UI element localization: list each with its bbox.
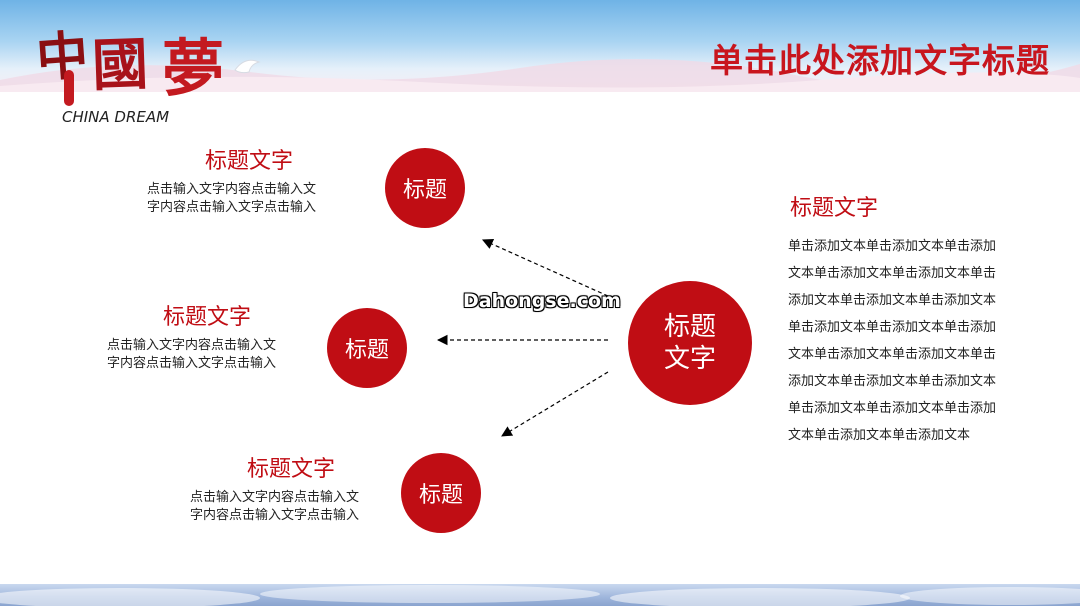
- china-dream-logo: 中 國 夢 CHINA DREAM: [30, 12, 270, 132]
- node-3-circle-label: 标题: [418, 483, 463, 508]
- node-2-circle[interactable]: 标题: [327, 308, 407, 388]
- node-3-heading[interactable]: 标题文字: [247, 457, 336, 482]
- center-circle[interactable]: 标题 文字: [628, 281, 752, 405]
- node-2-text[interactable]: 点击输入文字内容点击输入文 字内容点击输入文字点击输入: [107, 338, 277, 371]
- center-label-line2: 文字: [663, 344, 716, 374]
- node-1-circle[interactable]: 标题: [385, 148, 465, 228]
- arrow-to-bottom-node: [501, 371, 609, 437]
- svg-text:夢: 夢: [162, 32, 224, 105]
- watermark-text: Dahongse.com: [463, 290, 621, 312]
- svg-text:中: 中: [34, 25, 90, 89]
- clouds-decoration: [0, 585, 1080, 606]
- node-1-text[interactable]: 点击输入文字内容点击输入文 字内容点击输入文字点击输入: [147, 182, 317, 215]
- node-2-heading[interactable]: 标题文字: [163, 305, 252, 330]
- mountains-decoration: [0, 59, 1080, 92]
- node-2-circle-label: 标题: [344, 338, 389, 363]
- node-3-text[interactable]: 点击输入文字内容点击输入文 字内容点击输入文字点击输入: [190, 490, 360, 523]
- slide-title[interactable]: 单击此处添加文字标题: [710, 41, 1050, 80]
- node-3-circle[interactable]: 标题: [401, 453, 481, 533]
- right-panel-text[interactable]: 单击添加文本单击添加文本单击添加文本单击添加文本单击添加文本单击添加文本单击添加…: [788, 239, 997, 443]
- svg-text:CHINA DREAM: CHINA DREAM: [62, 108, 169, 126]
- center-label-line1: 标题: [663, 312, 716, 342]
- node-1-circle-label: 标题: [402, 178, 447, 203]
- header-banner: [0, 0, 1080, 92]
- footer-banner: [0, 584, 1080, 606]
- arrow-to-top-node: [482, 239, 609, 297]
- dove-icon: [234, 59, 261, 74]
- node-1-heading[interactable]: 标题文字: [205, 149, 294, 174]
- right-panel-heading[interactable]: 标题文字: [790, 196, 879, 221]
- svg-text:國: 國: [91, 31, 149, 99]
